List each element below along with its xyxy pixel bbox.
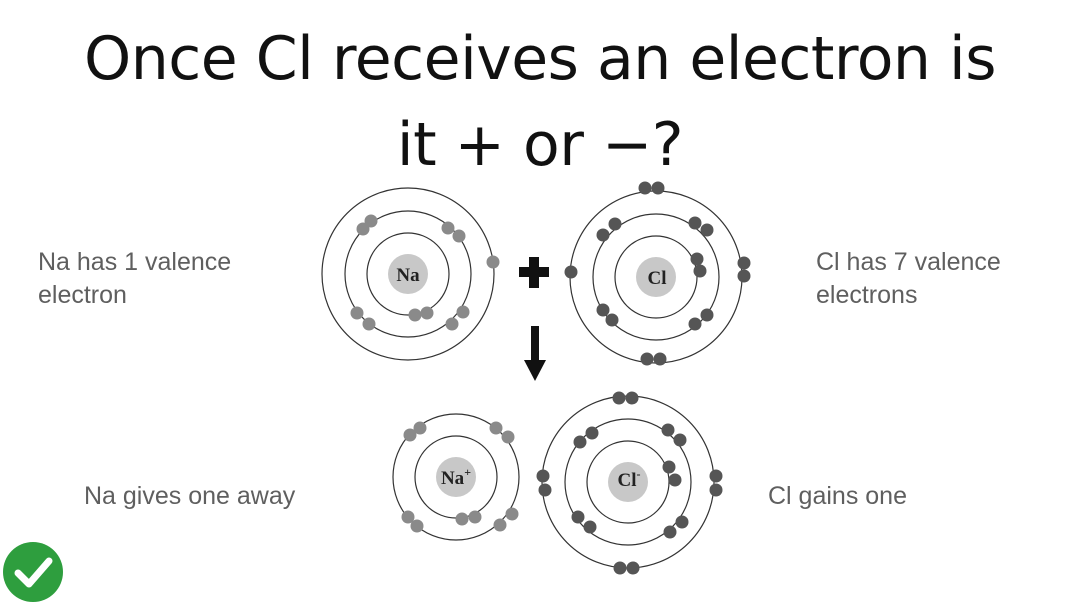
- electron: [688, 216, 702, 230]
- electron: [640, 352, 654, 366]
- electron: [452, 229, 466, 243]
- electron: [410, 519, 424, 533]
- na-nucleus: [388, 254, 428, 294]
- electron: [455, 512, 469, 526]
- electron: [356, 222, 370, 236]
- caption-na-before-line-2: electron: [38, 281, 127, 309]
- plus-sign: [519, 257, 549, 288]
- electron: [709, 469, 723, 483]
- na-shell-2: [344, 210, 472, 338]
- electron: [362, 317, 376, 331]
- electron: [663, 525, 677, 539]
- na-ion-nucleus-label: Na+: [441, 465, 471, 489]
- electron: [420, 306, 434, 320]
- na-ion-shell-2: [392, 413, 520, 541]
- electron: [613, 561, 627, 575]
- atoms-layer: [321, 181, 751, 575]
- electron: [653, 352, 667, 366]
- electron: [564, 265, 578, 279]
- na-ion-atom: [392, 413, 520, 541]
- cl-ion-nucleus: [608, 462, 648, 502]
- electron: [608, 217, 622, 231]
- cl-ion-shell-2: [564, 418, 692, 546]
- electron: [737, 256, 751, 270]
- electron: [401, 510, 415, 524]
- electron: [413, 421, 427, 435]
- electron: [456, 305, 470, 319]
- electron: [651, 181, 665, 195]
- electron: [583, 520, 597, 534]
- caption-na-after: Na gives one away: [84, 482, 296, 510]
- electron: [489, 421, 503, 435]
- caption-na-before-line-1: Na has 1 valence: [38, 248, 232, 276]
- na-shell-3: [321, 187, 495, 361]
- title-line-2: it + or −?: [396, 110, 684, 180]
- electron: [612, 391, 626, 405]
- electron: [700, 308, 714, 322]
- electron: [675, 515, 689, 529]
- electron: [737, 269, 751, 283]
- electron: [408, 308, 422, 322]
- electron: [605, 313, 619, 327]
- electron: [493, 518, 507, 532]
- electron: [709, 483, 723, 497]
- electron: [445, 317, 459, 331]
- down-arrow: [524, 326, 546, 381]
- title-line-1: Once Cl receives an electron is: [84, 24, 996, 94]
- electron: [468, 510, 482, 524]
- electron: [662, 460, 676, 474]
- electron: [625, 391, 639, 405]
- cl-nucleus: [636, 257, 676, 297]
- electron: [501, 430, 515, 444]
- caption-na-before: Na has 1 valence electron: [38, 246, 231, 312]
- electron: [688, 317, 702, 331]
- electron: [536, 469, 550, 483]
- electron: [596, 228, 610, 242]
- electron: [505, 507, 519, 521]
- caption-cl-before-line-2: electrons: [816, 281, 918, 309]
- electron: [573, 435, 587, 449]
- electron: [700, 223, 714, 237]
- electron: [585, 426, 599, 440]
- na-atom: [321, 187, 500, 361]
- electron: [690, 252, 704, 266]
- electron: [486, 255, 500, 269]
- electron: [571, 510, 585, 524]
- electron: [693, 264, 707, 278]
- na-nucleus-label: Na: [396, 265, 420, 286]
- cl-ion-nucleus-label: Cl-: [618, 467, 641, 491]
- electron: [538, 483, 552, 497]
- caption-cl-before: Cl has 7 valence electrons: [816, 246, 1001, 312]
- electron: [661, 423, 675, 437]
- cl-shell-2: [592, 213, 720, 341]
- electron: [364, 214, 378, 228]
- electron: [673, 433, 687, 447]
- na-ion-nucleus: [436, 457, 476, 497]
- electron: [350, 306, 364, 320]
- cl-atom: [564, 181, 751, 366]
- na-shell-1: [366, 232, 450, 316]
- checkmark-icon: [3, 542, 63, 602]
- caption-cl-after: Cl gains one: [768, 482, 907, 510]
- cl-nucleus-label: Cl: [648, 268, 667, 289]
- electron: [626, 561, 640, 575]
- cl-shell-1: [614, 235, 698, 319]
- electron: [668, 473, 682, 487]
- electron: [403, 428, 417, 442]
- cl-ion-atom: [536, 391, 723, 575]
- electron: [441, 221, 455, 235]
- electron: [596, 303, 610, 317]
- electron: [638, 181, 652, 195]
- caption-cl-before-line-1: Cl has 7 valence: [816, 248, 1001, 276]
